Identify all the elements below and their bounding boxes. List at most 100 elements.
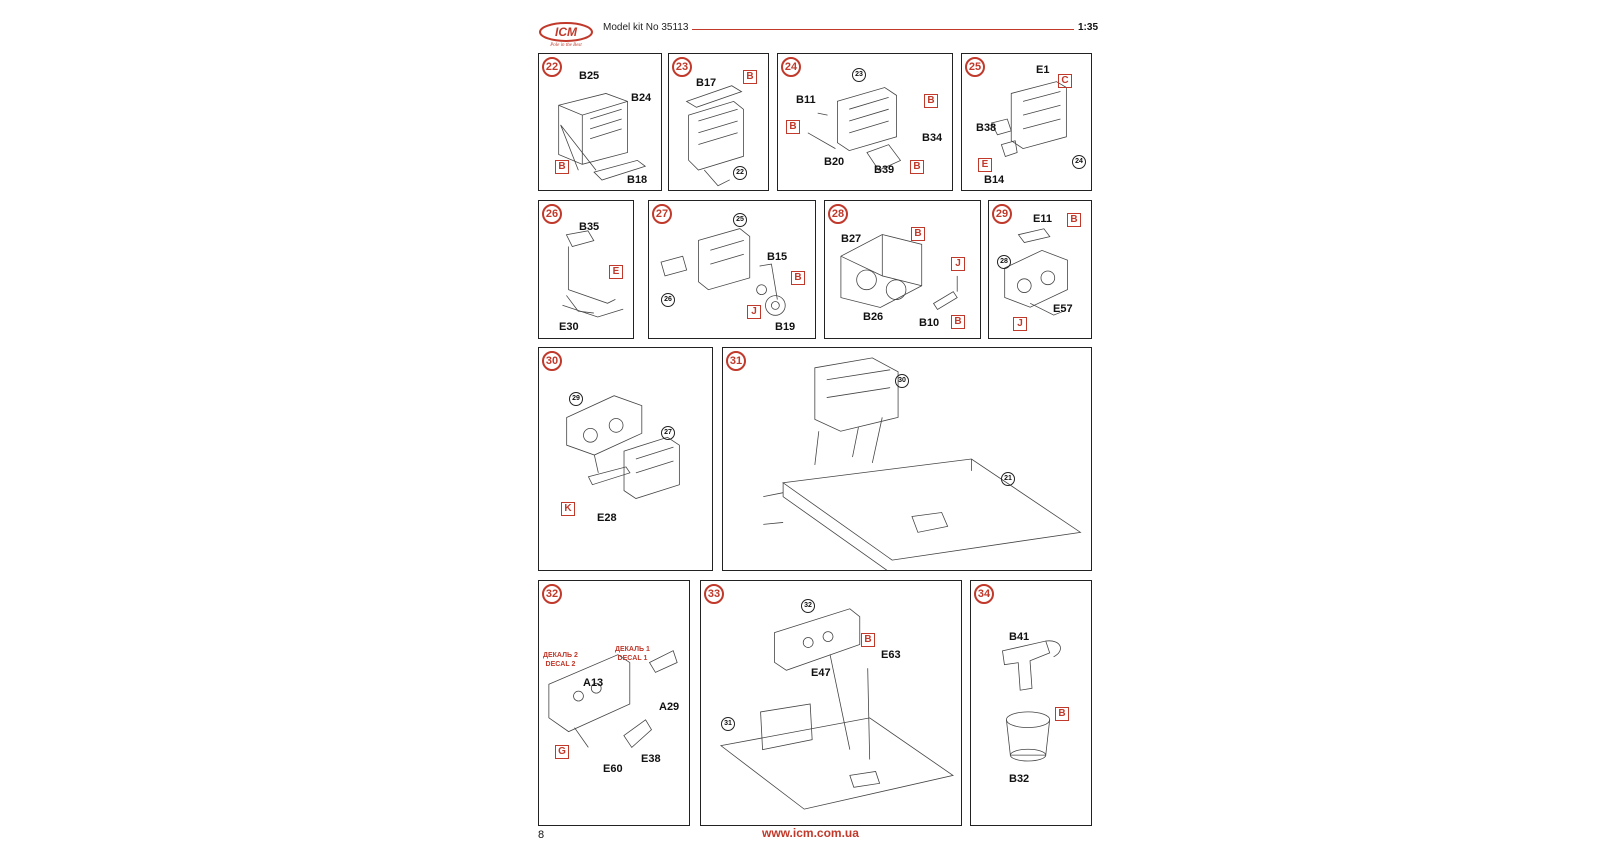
part-label: B10: [919, 317, 940, 329]
hull-engine-install-illustration: [763, 357, 1082, 570]
part-label: B20: [824, 156, 845, 168]
gearbox-cover-illustration: [840, 234, 958, 310]
part-label: B19: [775, 321, 796, 333]
step-number: 29: [992, 204, 1012, 224]
dashboard-illustration: [548, 650, 678, 749]
step-number: 24: [781, 57, 801, 77]
sprue-box: E: [978, 158, 992, 172]
sprue-box: B: [951, 315, 965, 329]
step-reference: 25: [733, 213, 747, 227]
step-number: 32: [542, 584, 562, 604]
step-number: 22: [542, 57, 562, 77]
step-number: 23: [672, 57, 692, 77]
step-reference: 24: [1072, 155, 1086, 169]
step-reference: 22: [733, 166, 747, 180]
sprue-box: J: [951, 257, 965, 271]
scale-label: 1:35: [1078, 22, 1099, 33]
decal-ru: ДЕКАЛЬ 2: [543, 652, 578, 659]
part-label: B25: [579, 70, 600, 82]
sprue-box: J: [747, 305, 761, 319]
decal-en: DECAL 1: [617, 655, 648, 662]
step-reference: 26: [661, 293, 675, 307]
step-27-panel: 27 25 B15 B 26 J B19: [648, 200, 816, 339]
part-label: B14: [984, 174, 1005, 186]
step-25-panel: 25 E1 C B38 E B14 24: [961, 53, 1092, 191]
sprue-box: J: [1013, 317, 1027, 331]
step-reference: 30: [895, 374, 909, 388]
step-number: 33: [704, 584, 724, 604]
decal-note: ДЕКАЛЬ 2 DECAL 2: [543, 651, 578, 669]
step-reference: 23: [852, 68, 866, 82]
part-label: B26: [863, 311, 884, 323]
decal-note: ДЕКАЛЬ 1 DECAL 1: [615, 645, 650, 663]
step-number: 28: [828, 204, 848, 224]
air-filter-illustration: [1002, 640, 1061, 762]
part-label: B38: [976, 122, 997, 134]
step-number: 34: [974, 584, 994, 604]
part-label: E1: [1036, 64, 1050, 76]
sprue-box: G: [555, 745, 569, 759]
part-label: B18: [627, 174, 648, 186]
step-26-panel: 26 B35 E E30: [538, 200, 634, 339]
step-23-panel: 23 B17 B 22: [668, 53, 769, 191]
part-label: E38: [641, 753, 661, 765]
decal-ru: ДЕКАЛЬ 1: [615, 646, 650, 653]
header-rule: [692, 29, 1074, 30]
part-label: B41: [1009, 631, 1030, 643]
page-number: 8: [538, 829, 545, 841]
step-number: 25: [965, 57, 985, 77]
sprue-box: B: [861, 633, 875, 647]
part-label: B17: [696, 77, 717, 89]
part-label: A13: [583, 677, 604, 689]
part-label: B15: [767, 251, 788, 263]
part-label: B35: [579, 221, 600, 233]
step-22-panel: 22 B25 B24 B18 B: [538, 53, 662, 191]
part-label: E63: [881, 649, 901, 661]
logo-text: ICM: [555, 25, 578, 39]
step-reference: 29: [569, 392, 583, 406]
part-label: B24: [631, 92, 652, 104]
step-34-panel: 34 B41 B B32: [970, 580, 1092, 826]
engine-fittings-illustration: [990, 81, 1067, 157]
part-label: B27: [841, 233, 862, 245]
step-29-panel: 29 E11 B 28 E57 J: [988, 200, 1092, 339]
part-label: E57: [1053, 303, 1073, 315]
logo-subtitle: Pole in the Best: [549, 43, 582, 48]
sprue-box: B: [1055, 707, 1069, 721]
sprue-box: B: [791, 271, 805, 285]
step-30-panel: 30 29 27 K E28: [538, 347, 713, 571]
step-33-panel: 33 32 B E63 E47 31: [700, 580, 962, 826]
sprue-box: B: [555, 160, 569, 174]
sprue-box: B: [1067, 213, 1081, 227]
step-reference: 27: [661, 426, 675, 440]
part-label: E11: [1033, 213, 1052, 225]
step-number: 26: [542, 204, 562, 224]
step-reference: 32: [801, 599, 815, 613]
sprue-box: B: [743, 70, 757, 84]
decal-en: DECAL 2: [545, 661, 576, 668]
part-label: B32: [1009, 773, 1030, 785]
engine-head-illustration: [685, 85, 744, 187]
gearbox-top-illustration: [1004, 228, 1068, 316]
step-32-panel: 32 ДЕКАЛЬ 2 DECAL 2 ДЕКАЛЬ 1 DECAL 1 A13…: [538, 580, 690, 826]
sprue-box: B: [786, 120, 800, 134]
sprue-box: K: [561, 502, 575, 516]
step-31-panel: 31 30 21: [722, 347, 1092, 571]
sprue-box: B: [910, 160, 924, 174]
kit-number: Model kit No 35113: [603, 22, 689, 33]
step-number: 30: [542, 351, 562, 371]
part-label: B34: [922, 132, 943, 144]
engine-pulley-illustration: [660, 228, 786, 316]
sprue-box: C: [1058, 74, 1072, 88]
dashboard-install-illustration: [719, 608, 954, 810]
step-reference: 28: [997, 255, 1011, 269]
bracket-illustration: [562, 230, 624, 318]
step-number: 31: [726, 351, 746, 371]
part-label: B11: [796, 94, 816, 106]
part-label: E30: [559, 321, 579, 333]
website-link[interactable]: www.icm.com.ua: [762, 826, 859, 840]
part-label: E60: [603, 763, 623, 775]
step-reference: 31: [721, 717, 735, 731]
part-label: E47: [811, 667, 831, 679]
step-reference: 21: [1001, 472, 1015, 486]
